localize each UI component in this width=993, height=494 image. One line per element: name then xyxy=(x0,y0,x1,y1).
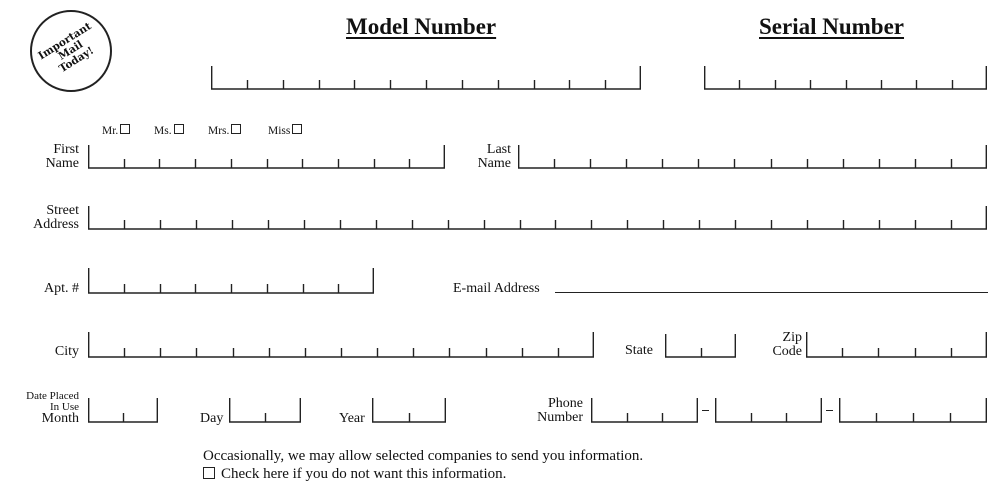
title-mrs-checkbox[interactable] xyxy=(231,124,242,134)
year-field[interactable] xyxy=(371,398,447,423)
title-ms-checkbox[interactable] xyxy=(173,124,184,134)
state-label: State xyxy=(625,343,653,358)
first-name-label-line-1: First xyxy=(53,142,79,157)
comb-field-graphic xyxy=(87,332,594,358)
zip-code-label: Zip Code xyxy=(772,331,802,359)
phone-prefix-field[interactable] xyxy=(714,398,823,423)
phone-line-field[interactable] xyxy=(838,398,988,423)
month-label: Month xyxy=(41,411,79,426)
phone-number-label-line-2: Number xyxy=(537,410,583,425)
serial-number-field[interactable] xyxy=(703,66,987,90)
title-option-mr-label: Mr. xyxy=(102,125,119,137)
date-placed-label-line-2: In Use xyxy=(49,401,79,413)
title-option-mrs[interactable]: Mrs. xyxy=(208,124,242,138)
comb-field-graphic xyxy=(371,398,447,423)
city-field[interactable] xyxy=(87,332,594,358)
first-name-field[interactable] xyxy=(87,145,445,169)
information-notice: Occasionally, we may allow selected comp… xyxy=(203,448,644,464)
day-field[interactable] xyxy=(228,398,302,423)
city-label: City xyxy=(54,344,79,359)
street-address-label: Street Address xyxy=(33,204,79,232)
zip-code-label-line-1: Zip xyxy=(782,330,802,345)
comb-field-graphic xyxy=(87,268,374,294)
title-option-miss-label: Miss xyxy=(268,125,291,137)
street-address-label-line-1: Street xyxy=(46,203,79,218)
year-label: Year xyxy=(339,411,365,426)
phone-dash-1 xyxy=(702,410,709,411)
comb-field-graphic xyxy=(87,145,445,169)
email-input-line[interactable] xyxy=(555,292,988,293)
comb-field-graphic xyxy=(87,206,987,230)
day-label: Day xyxy=(200,411,224,426)
phone-area-code-field[interactable] xyxy=(590,398,699,423)
comb-field-graphic xyxy=(805,332,988,358)
state-field[interactable] xyxy=(664,334,737,358)
street-address-field[interactable] xyxy=(87,206,987,230)
apt-field[interactable] xyxy=(87,268,374,294)
title-option-mrs-label: Mrs. xyxy=(208,125,230,137)
apt-label: Apt. # xyxy=(44,281,79,296)
last-name-label-line-1: Last xyxy=(486,142,511,157)
title-mr-checkbox[interactable] xyxy=(120,124,131,134)
important-mail-stamp: Important Mail Today! xyxy=(30,10,112,92)
title-option-mr[interactable]: Mr. xyxy=(102,124,131,138)
first-name-label: First Name xyxy=(46,143,79,171)
comb-field-graphic xyxy=(590,398,699,423)
phone-number-label-line-1: Phone xyxy=(548,396,583,411)
comb-field-graphic xyxy=(210,66,641,90)
comb-field-graphic xyxy=(228,398,302,423)
title-option-ms[interactable]: Ms. xyxy=(154,124,184,138)
comb-field-graphic xyxy=(703,66,987,90)
phone-number-label: Phone Number xyxy=(537,397,583,425)
last-name-field[interactable] xyxy=(517,145,987,169)
opt-out-checkbox[interactable] xyxy=(203,467,215,479)
zip-code-field[interactable] xyxy=(805,332,988,358)
serial-number-heading: Serial Number xyxy=(759,14,905,39)
last-name-label: Last Name xyxy=(478,143,511,171)
model-number-field[interactable] xyxy=(210,66,641,90)
date-placed-label-line-1: Date Placed xyxy=(26,390,79,402)
title-option-ms-label: Ms. xyxy=(154,125,172,137)
title-option-miss[interactable]: Miss xyxy=(268,124,303,138)
comb-field-graphic xyxy=(714,398,823,423)
comb-field-graphic xyxy=(664,334,737,358)
first-name-label-line-2: Name xyxy=(45,156,79,171)
opt-out-label: Check here if you do not want this infor… xyxy=(221,466,507,482)
street-address-label-line-2: Address xyxy=(33,217,79,232)
zip-code-label-line-2: Code xyxy=(772,344,802,359)
stamp-text: Important Mail Today! xyxy=(36,20,105,81)
email-label: E-mail Address xyxy=(453,281,540,296)
title-miss-checkbox[interactable] xyxy=(292,124,303,134)
last-name-label-line-2: Name xyxy=(477,156,511,171)
comb-field-graphic xyxy=(517,145,987,169)
comb-field-graphic xyxy=(838,398,988,423)
opt-out-row[interactable]: Check here if you do not want this infor… xyxy=(203,466,506,483)
date-placed-label: Date Placed In Use xyxy=(26,391,79,413)
month-field[interactable] xyxy=(87,398,159,423)
phone-dash-2 xyxy=(826,410,833,411)
comb-field-graphic xyxy=(87,398,159,423)
model-number-heading: Model Number xyxy=(346,14,497,39)
